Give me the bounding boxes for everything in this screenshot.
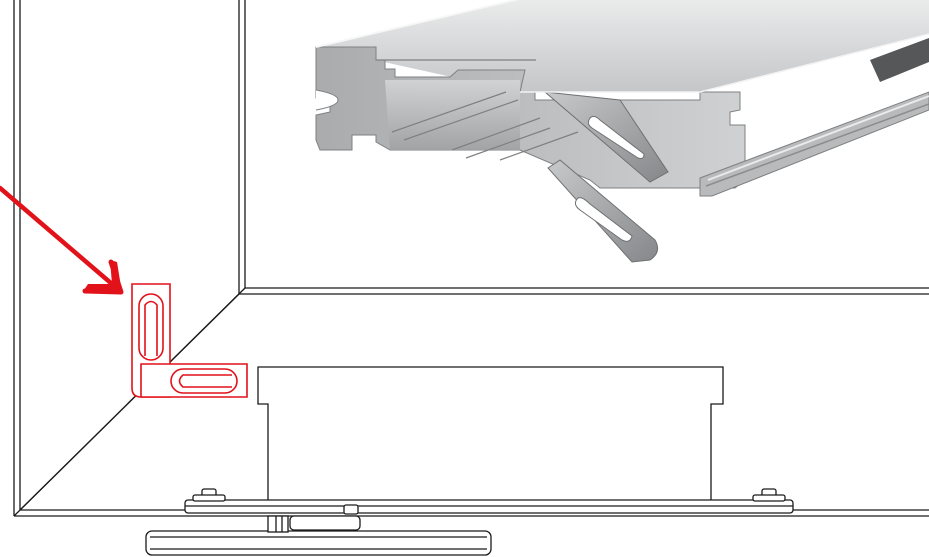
mounting-bracket: [145, 366, 794, 556]
pointer-arrow: [0, 185, 124, 295]
aluminium-profile-render: [315, 0, 929, 263]
corner-clip-horizontal: [140, 363, 248, 398]
